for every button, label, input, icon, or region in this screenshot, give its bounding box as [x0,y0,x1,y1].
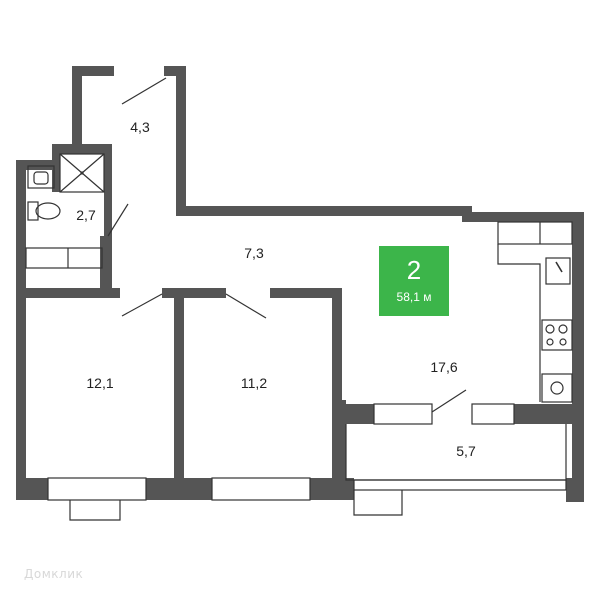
toilet-tank [27,201,39,221]
wall [566,478,584,502]
wall [16,160,52,170]
wall [332,404,374,424]
stove [541,319,573,351]
wall [332,288,342,406]
balcony-ledge [69,500,121,521]
wall [176,66,186,216]
window [211,477,311,501]
total-area: 58,1 м [396,290,432,304]
wall [72,66,82,144]
toilet-bowl [35,202,61,220]
rooms-count: 2 [406,255,422,285]
door [225,293,267,319]
door-frame [373,403,433,425]
wall [72,66,114,76]
room-area-hall-small: 4,3 [130,119,150,135]
wall [332,400,346,500]
wall [514,404,584,424]
wall [164,66,186,76]
wall [52,144,112,154]
wall [16,288,120,298]
wall [100,236,112,298]
fixtures [25,77,573,521]
room-area-kitchen-living: 17,6 [430,359,457,375]
balcony-ledge [353,490,403,516]
kitchen-counter [497,221,573,245]
cabinet [25,247,103,269]
wall [176,206,472,216]
balcony-outline [345,424,567,481]
room-area-balcony: 5,7 [456,443,476,459]
wall [270,288,342,298]
kitchen-sink [545,257,571,285]
burner [558,324,568,334]
shower [59,153,105,193]
washing-machine [541,373,573,403]
wall [16,478,48,500]
burner [546,338,554,346]
door [431,389,467,413]
burner [559,338,567,346]
room-area-bathroom: 2,7 [76,207,96,223]
window [353,479,567,491]
wall [174,288,184,478]
wall [146,478,212,500]
wall [462,212,584,222]
watermark-logo: Домклик [24,567,84,581]
wall [572,212,584,502]
kitchen-counter-edge [497,244,541,402]
wall [162,288,226,298]
door [107,203,129,237]
wall [104,144,112,236]
shower-drain [80,171,84,175]
sink-bowl [33,171,49,185]
door-frame [471,403,515,425]
room-area-bedroom-left: 12,1 [86,375,113,391]
burner [545,324,555,334]
wall [52,144,60,192]
door [121,77,167,105]
window [47,477,147,501]
room-area-bedroom-middle: 11,2 [241,375,267,391]
walls [16,66,584,502]
faucet [555,261,563,273]
room-area-corridor: 7,3 [244,245,264,261]
apartment-badge: 2 58,1 м [379,246,449,316]
sink [27,165,55,189]
door [121,293,163,317]
washing-drum [550,381,564,395]
wall [16,160,26,500]
wall [310,478,354,500]
